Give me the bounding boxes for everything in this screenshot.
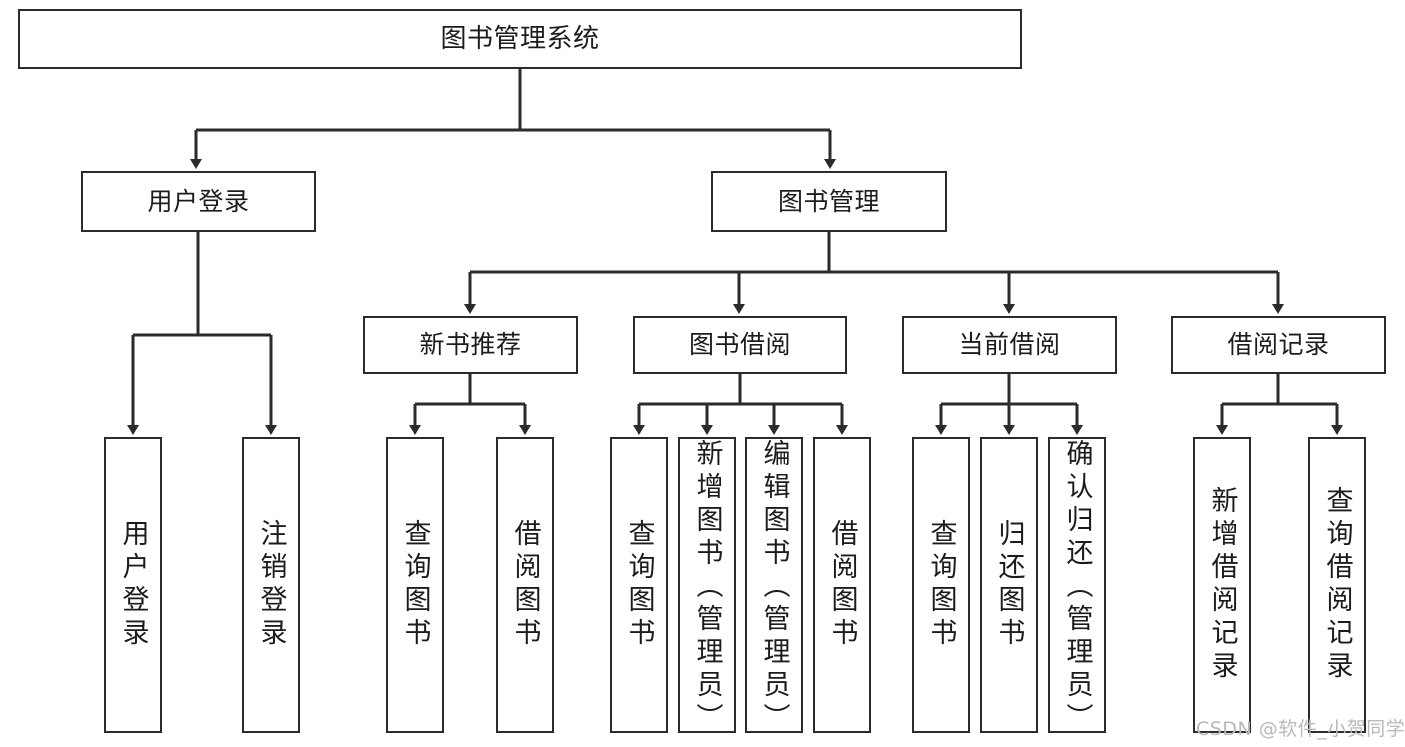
leaf-book-borrow-borrow[interactable]: 借阅图书 <box>813 437 871 733</box>
leaf-new-book-query[interactable]: 查询图书 <box>386 437 444 733</box>
node-root-system[interactable]: 图书管理系统 <box>18 9 1022 69</box>
node-label: 确认归还（管理员） <box>1061 439 1093 736</box>
node-new-book-recommend[interactable]: 新书推荐 <box>363 316 578 374</box>
node-label: 编辑图书（管理员） <box>758 439 790 736</box>
node-label: 查询图书 <box>399 519 431 651</box>
node-book-borrow[interactable]: 图书借阅 <box>633 316 847 374</box>
node-label: 借阅记录 <box>1227 330 1330 360</box>
node-user-login[interactable]: 用户登录 <box>81 171 316 232</box>
node-label: 图书管理系统 <box>440 23 600 54</box>
leaf-borrow-record-query[interactable]: 查询借阅记录 <box>1308 437 1366 733</box>
node-label: 用户登录 <box>147 186 250 216</box>
leaf-book-borrow-query[interactable]: 查询图书 <box>610 437 668 733</box>
node-label: 图书管理 <box>777 186 880 216</box>
leaf-book-borrow-edit[interactable]: 编辑图书（管理员） <box>745 437 803 736</box>
leaf-user-login-logout[interactable]: 注销登录 <box>242 437 300 733</box>
node-label: 借阅图书 <box>826 519 858 651</box>
node-label: 查询借阅记录 <box>1321 486 1353 684</box>
leaf-borrow-record-add[interactable]: 新增借阅记录 <box>1193 437 1251 733</box>
node-current-borrow[interactable]: 当前借阅 <box>902 316 1117 374</box>
leaf-user-login-login[interactable]: 用户登录 <box>104 437 162 733</box>
leaf-current-borrow-return[interactable]: 归还图书 <box>980 437 1038 733</box>
node-book-manage[interactable]: 图书管理 <box>711 171 947 232</box>
node-borrow-record[interactable]: 借阅记录 <box>1171 316 1386 374</box>
node-label: 借阅图书 <box>509 519 541 651</box>
node-label: 当前借阅 <box>958 330 1061 360</box>
node-label: 图书借阅 <box>688 330 791 360</box>
leaf-new-book-borrow[interactable]: 借阅图书 <box>496 437 554 733</box>
node-label: 新增图书（管理员） <box>691 439 723 736</box>
node-label: 新增借阅记录 <box>1206 486 1238 684</box>
node-label: 归还图书 <box>993 519 1025 651</box>
csdn-watermark: CSDN @软件_小贺同学 <box>1196 718 1405 740</box>
node-label: 用户登录 <box>117 519 149 651</box>
node-label: 新书推荐 <box>419 330 522 360</box>
node-label: 查询图书 <box>623 519 655 651</box>
node-label: 查询图书 <box>925 519 957 651</box>
leaf-current-borrow-query[interactable]: 查询图书 <box>912 437 970 733</box>
leaf-book-borrow-add[interactable]: 新增图书（管理员） <box>678 437 736 736</box>
leaf-current-borrow-confirm-return[interactable]: 确认归还（管理员） <box>1048 437 1106 736</box>
node-label: 注销登录 <box>255 519 287 651</box>
